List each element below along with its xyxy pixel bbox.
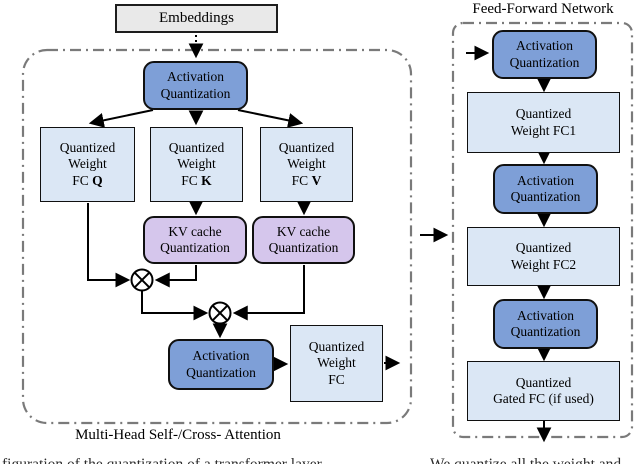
fc-v-letter: V <box>311 172 322 188</box>
quantized-weight-fc-k-box: Quantized Weight FC K <box>150 127 243 202</box>
output-fc-label: Quantized Weight FC <box>308 338 365 387</box>
caption-fragment-left: figuration of the quantization of a tran… <box>2 456 322 464</box>
fc-k-lines: Quantized Weight FC <box>168 139 225 188</box>
embeddings-label: Embeddings <box>159 10 234 27</box>
fc-q-label: Quantized Weight FC Q <box>60 140 115 189</box>
kv-cache-quantization-k-box: KV cache Quantization <box>143 216 247 264</box>
arrow-kvv-to-mul2 <box>232 265 305 321</box>
multiply-icon-qk <box>130 268 154 292</box>
quantized-weight-fc-q-box: Quantized Weight FC Q <box>40 127 135 202</box>
embeddings-box: Embeddings <box>115 4 278 33</box>
fc-k-letter: K <box>201 172 212 188</box>
kv-cache-v-label: KV cache Quantization <box>268 223 339 255</box>
arrow-kvk-to-mul1 <box>154 265 197 288</box>
attention-activation-quantization-top: Activation Quantization <box>143 61 248 110</box>
ffn-aq2-label: Activation Quantization <box>510 172 581 204</box>
fc-q-letter: Q <box>92 172 103 188</box>
ffn-aq3-label: Activation Quantization <box>510 307 581 339</box>
ffn-quantized-weight-fc1-box: Quantized Weight FC1 <box>467 92 620 153</box>
fc-v-label: Quantized Weight FC V <box>279 140 334 189</box>
ffn-fc1-label: Quantized Weight FC1 <box>510 106 577 138</box>
ffn-fc2-label: Quantized Weight FC2 <box>510 240 577 272</box>
fc-v-lines: Quantized Weight FC <box>278 139 335 188</box>
kv-cache-k-label: KV cache Quantization <box>160 223 230 255</box>
attention-activation-quantization-out: Activation Quantization <box>168 339 274 390</box>
ffn-block-title: Feed-Forward Network <box>472 1 614 17</box>
ffn-aq1-label: Activation Quantization <box>509 38 580 70</box>
fc-q-lines: Quantized Weight FC <box>59 139 116 188</box>
attention-block-border <box>21 48 413 425</box>
ffn-quantized-weight-fc2-box: Quantized Weight FC2 <box>467 227 620 286</box>
arrow-fcq-to-mul1 <box>87 203 131 288</box>
multiply-icon-av <box>208 301 232 325</box>
attention-block-title: Multi-Head Self-/Cross- Attention <box>75 427 281 443</box>
arrow-group <box>87 35 552 443</box>
ffn-gated-fc-label: Quantized Gated FC (if used) <box>493 374 594 406</box>
caption-fragment-right: We quantize all the weight and <box>430 456 621 464</box>
quantized-weight-fc-v-box: Quantized Weight FC V <box>260 127 353 202</box>
activation-quantization-label: Activation Quantization <box>160 69 231 101</box>
ffn-activation-quantization-2: Activation Quantization <box>493 164 598 214</box>
kv-cache-quantization-v-box: KV cache Quantization <box>252 216 355 264</box>
ffn-block-border <box>451 21 634 439</box>
ffn-activation-quantization-1: Activation Quantization <box>492 30 597 79</box>
fc-k-label: Quantized Weight FC K <box>169 140 224 189</box>
arrow-aq-to-fcq <box>88 109 154 128</box>
ffn-activation-quantization-3: Activation Quantization <box>493 299 598 349</box>
ffn-quantized-gated-fc-box: Quantized Gated FC (if used) <box>467 361 620 421</box>
activation-quantization-out-label: Activation Quantization <box>186 348 256 380</box>
arrow-aq-to-fcv <box>237 109 304 128</box>
arrow-mul1-to-mul2 <box>141 291 209 321</box>
attention-output-quantized-weight-fc-box: Quantized Weight FC <box>290 325 383 402</box>
